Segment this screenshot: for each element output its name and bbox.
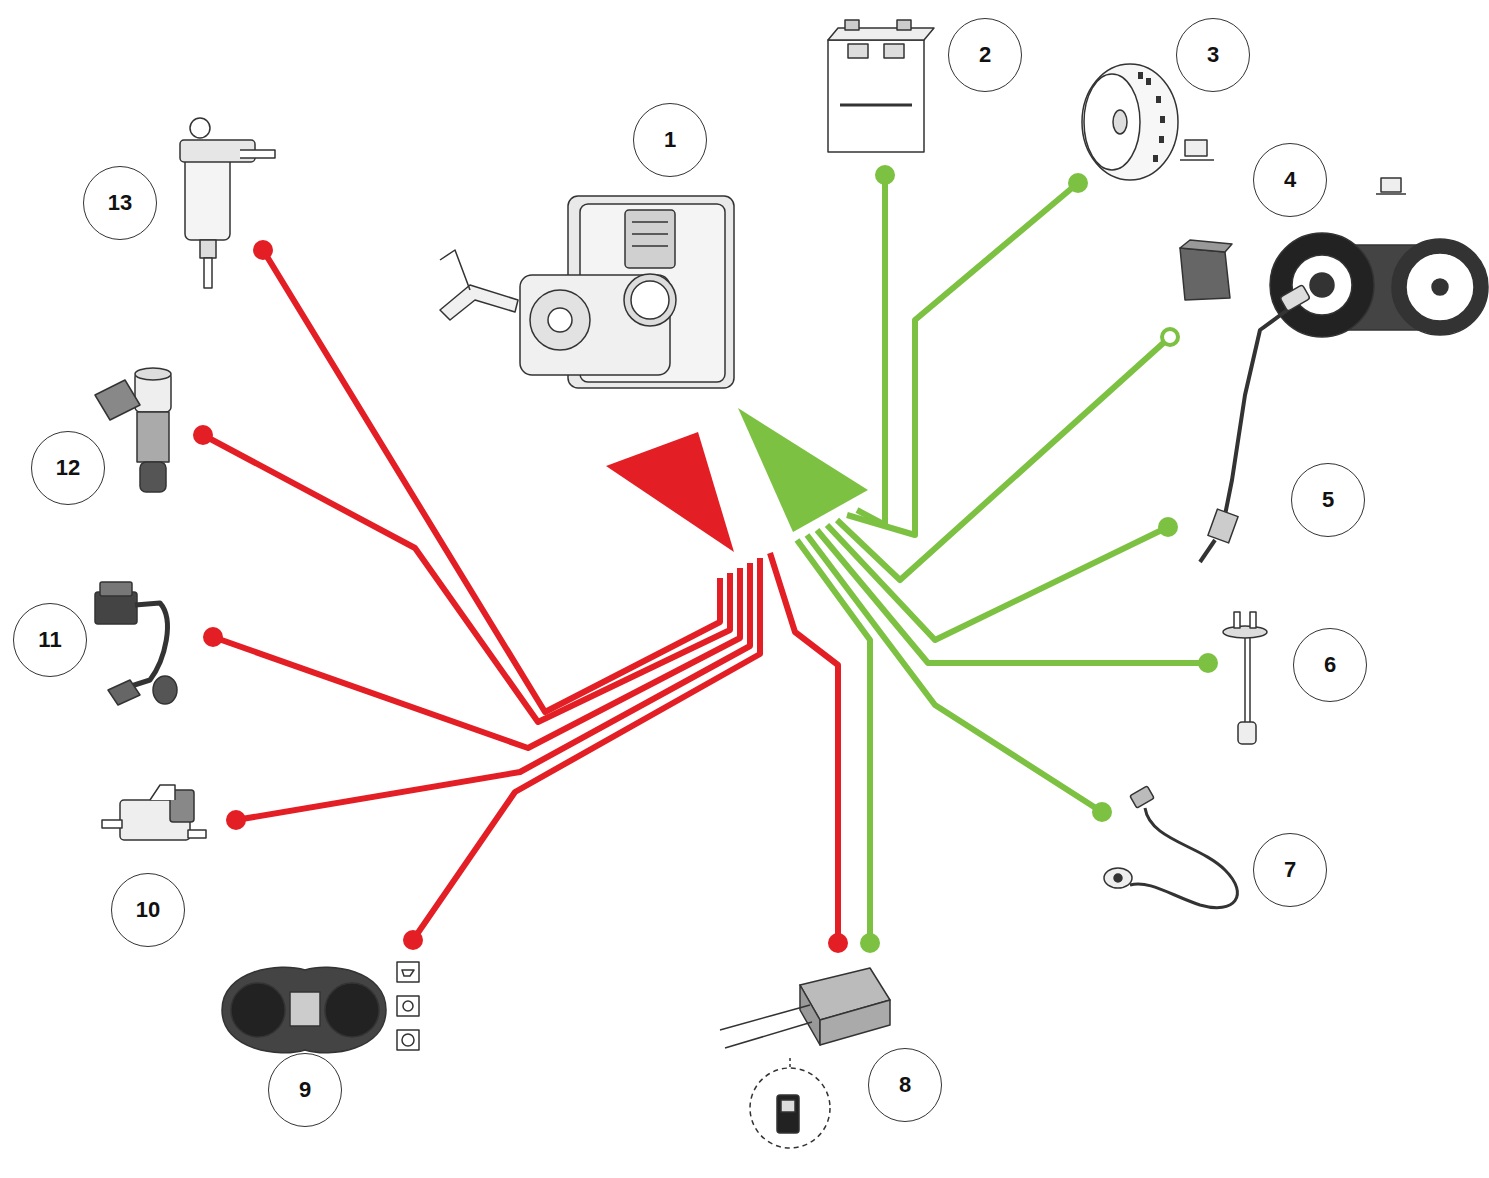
callout-circle: 1 <box>633 103 707 177</box>
callout-circle: 9 <box>268 1053 342 1127</box>
callout-circle: 6 <box>1293 628 1367 702</box>
callout-circle: 8 <box>868 1048 942 1122</box>
callout-number: 12 <box>56 455 80 481</box>
level-sender-illustration <box>1223 612 1267 744</box>
callout-number: 8 <box>899 1072 911 1098</box>
output-arrow <box>606 432 734 552</box>
callout-number: 2 <box>979 42 991 68</box>
callout-number: 4 <box>1284 167 1296 193</box>
input-wires <box>797 175 1208 943</box>
callout-circle: 13 <box>83 166 157 240</box>
callout-circle: 10 <box>111 873 185 947</box>
callout-number: 7 <box>1284 857 1296 883</box>
battery-illustration <box>828 20 934 152</box>
ignition-coil-illustration <box>95 582 177 705</box>
temp-sensor-illustration <box>1200 285 1310 562</box>
output-wires <box>203 250 838 943</box>
wire-dots <box>860 165 1218 953</box>
valve-illustration <box>102 785 206 840</box>
callout-number: 13 <box>108 190 132 216</box>
sensor-illustration <box>1104 786 1237 908</box>
injector-illustration <box>95 368 171 492</box>
wire-dot <box>1162 329 1178 345</box>
callout-number: 5 <box>1322 487 1334 513</box>
callout-circle: 4 <box>1253 143 1327 217</box>
ecu-illustration <box>440 196 734 388</box>
callout-number: 3 <box>1207 42 1219 68</box>
wire-dots <box>193 240 848 953</box>
callout-circle: 11 <box>13 603 87 677</box>
fuel-pump-illustration <box>180 118 275 288</box>
dashboard-illustration <box>222 962 419 1053</box>
diagnostic-connector-illustration <box>720 968 890 1148</box>
callout-circle: 12 <box>31 431 105 505</box>
alternator-illustration <box>1180 178 1488 337</box>
callout-circle: 7 <box>1253 833 1327 907</box>
callout-circle: 2 <box>948 18 1022 92</box>
callout-number: 9 <box>299 1077 311 1103</box>
callout-number: 1 <box>664 127 676 153</box>
callout-number: 10 <box>136 897 160 923</box>
callout-number: 11 <box>38 627 61 653</box>
callout-circle: 5 <box>1291 463 1365 537</box>
callout-circle: 3 <box>1176 18 1250 92</box>
callout-number: 6 <box>1324 652 1336 678</box>
